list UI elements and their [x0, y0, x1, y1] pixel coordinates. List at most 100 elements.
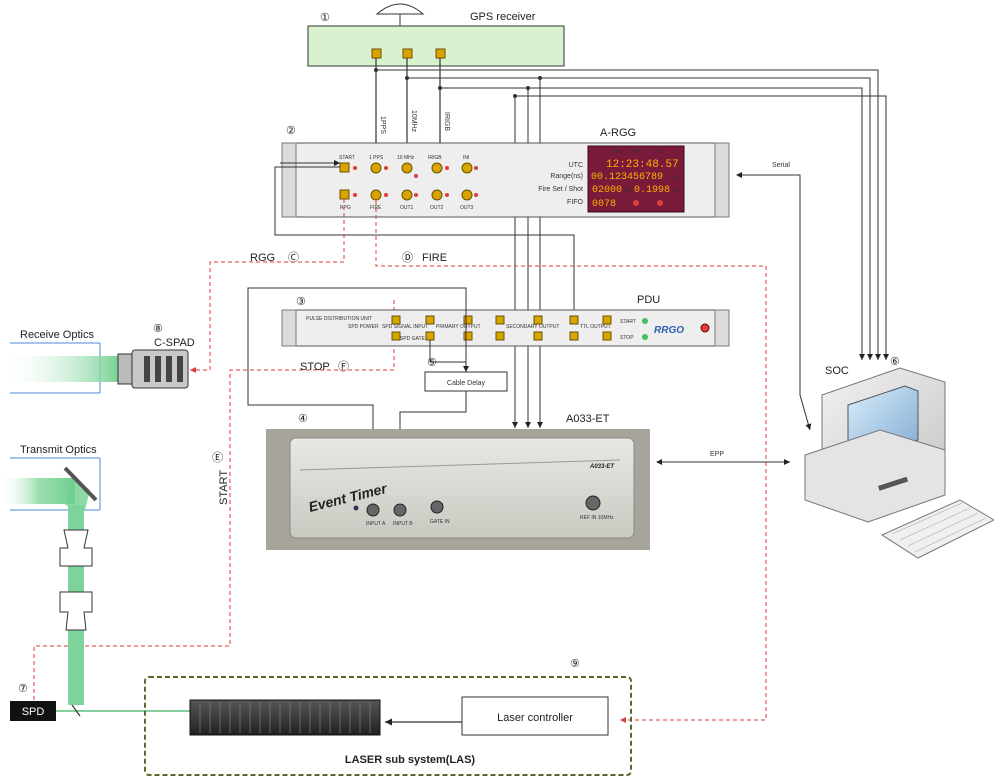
display-label-fire: Fire Set / Shot — [538, 186, 583, 193]
laser-head-icon — [189, 699, 381, 736]
label-4: ④ — [298, 413, 308, 425]
junction-dots — [374, 68, 542, 98]
et-title: A033-ET — [566, 413, 610, 425]
et-input-b-connector — [393, 503, 407, 517]
serial-label: Serial — [772, 162, 790, 169]
et-ref-label: REF IN 10MHz — [580, 515, 614, 521]
pdu-ports — [391, 315, 612, 341]
label-c: Ⓒ — [288, 251, 299, 264]
label-8: ⑧ — [153, 323, 163, 335]
label-d: Ⓓ — [402, 251, 413, 264]
pdu-port-spd-signal: SPD SIGNAL INPUT — [382, 324, 428, 330]
laser-controller-label: Laser controller — [497, 712, 573, 724]
gps-title: GPS receiver — [470, 11, 536, 23]
event-timer: ④ A033-ET Event Timer A033-ET INPUT A IN… — [266, 413, 650, 550]
display-fireset-unit: Hz — [625, 188, 632, 194]
pdu-name: PULSE DISTRIBUTION UNIT — [306, 316, 372, 322]
laser-subsystem-label: LASER sub system(LAS) — [345, 754, 476, 766]
gps-receiver: ① GPS receiver — [307, 3, 565, 67]
rgg-label: RGG — [250, 252, 275, 264]
pdu-logo: RRGO — [654, 325, 684, 336]
display-range-unit: ns — [673, 175, 679, 181]
spd-label: SPD — [22, 706, 45, 718]
laser-controller-box — [461, 696, 609, 736]
et-gate-label: GATE IN — [430, 519, 450, 525]
label-1: ① — [320, 12, 330, 24]
fifo-led-icon — [657, 200, 663, 206]
label-7: ⑦ — [18, 683, 28, 695]
argg-port-label-out2: OUT2 — [430, 205, 444, 211]
pdu-port-spd-power: SPD POWER — [348, 324, 379, 330]
stop-label: STOP — [300, 361, 330, 373]
fire-label: FIRE — [422, 252, 447, 264]
argg-port-label-1pps: 1 PPS — [369, 155, 384, 161]
label-e: Ⓔ — [212, 451, 223, 464]
pdu-port-spd-gate: SPD GATE — [400, 336, 426, 342]
display-header-sec: Sec — [653, 149, 662, 155]
label-f: Ⓕ — [338, 360, 349, 373]
receive-optics-label: Receive Optics — [20, 329, 94, 341]
label-9: ⑨ — [570, 658, 580, 670]
argg-port-label-out3: OUT3 — [460, 205, 474, 211]
cable-delay-label: Cable Delay — [447, 380, 486, 387]
label-5: ⑤ — [427, 357, 437, 369]
argg-port-label-out1: OUT1 — [400, 205, 414, 211]
spd: ⑦ SPD — [10, 683, 190, 721]
keyboard-icon — [880, 499, 994, 559]
transmit-beam — [0, 478, 75, 504]
et-input-a-label: INPUT A — [366, 521, 386, 527]
cable-label-10mhz: 10MHz — [410, 110, 417, 133]
start-label: START — [218, 470, 230, 505]
display-utc-value: 12:23:48.57 — [606, 159, 679, 171]
cspad-label: C-SPAD — [154, 337, 195, 349]
receive-beam — [0, 356, 122, 382]
stop-led-icon — [642, 334, 648, 340]
et-gate-connector — [430, 500, 444, 514]
argg-port-label-start: START — [339, 155, 355, 161]
pc-case-icon — [804, 429, 946, 523]
et-led-icon — [353, 505, 359, 511]
et-input-b-label: INPUT B — [393, 521, 413, 527]
argg-top-ports — [339, 162, 478, 178]
pdu-unit: ③ PDU PULSE DISTRIBUTION UNIT SPD POWER … — [281, 294, 730, 347]
laser-subsystem: ⑨ Laser controller LASER sub system(LAS) — [144, 658, 632, 776]
a-rgg-unit: ② A-RGG START 1 PPS 10 MHz IRIGB INI — [281, 125, 730, 218]
power-led-icon — [700, 323, 710, 333]
argg-title: A-RGG — [600, 127, 636, 139]
laser-subsystem-box — [144, 676, 632, 776]
argg-port-label-irigb: IRIGB — [428, 155, 442, 161]
display-header-hour: Hour — [612, 149, 623, 155]
serial-link — [736, 172, 812, 431]
argg-port-label-ini: INI — [463, 155, 469, 161]
start-led-icon — [642, 318, 648, 324]
display-fifo-value: 0078 — [592, 199, 616, 210]
display-label-utc: UTC — [569, 162, 583, 169]
display-fireset-value: 02000 — [592, 185, 622, 196]
gps-receiver-box — [307, 25, 565, 67]
beam-splitter-icon — [71, 704, 81, 717]
et-ref-connector — [585, 495, 601, 511]
display-label-range: Range(ns) — [550, 173, 583, 180]
cable-label-irigb: IRIGB — [443, 112, 450, 131]
gps-antenna-icon — [375, 3, 425, 15]
c-spad: ⑧ C-SPAD — [117, 323, 195, 389]
lens-icon — [59, 591, 93, 631]
pdu-port-ttl: TTL OUTPUT — [580, 324, 611, 330]
cable-label-1pps: 1PPS — [379, 116, 386, 134]
pdu-port-primary: PRIMARY OUTPUT — [436, 324, 481, 330]
start-line — [274, 160, 577, 320]
transmit-optics: Transmit Optics — [0, 444, 101, 705]
mirror-icon — [63, 466, 98, 502]
et-input-a-connector — [366, 503, 380, 517]
display-label-fifo: FIFO — [567, 199, 583, 206]
epp-label: EPP — [710, 451, 724, 458]
gps-port-irigb — [435, 48, 446, 59]
et-chassis — [289, 437, 635, 539]
transmit-optics-label: Transmit Optics — [20, 444, 97, 456]
spd-box — [10, 701, 56, 721]
et-model: A033-ET — [589, 464, 615, 470]
display-shot-value: 0.1998 — [634, 185, 670, 196]
soc-computer: SOC ⑥ — [804, 356, 994, 559]
red-signal-lines — [33, 199, 767, 723]
